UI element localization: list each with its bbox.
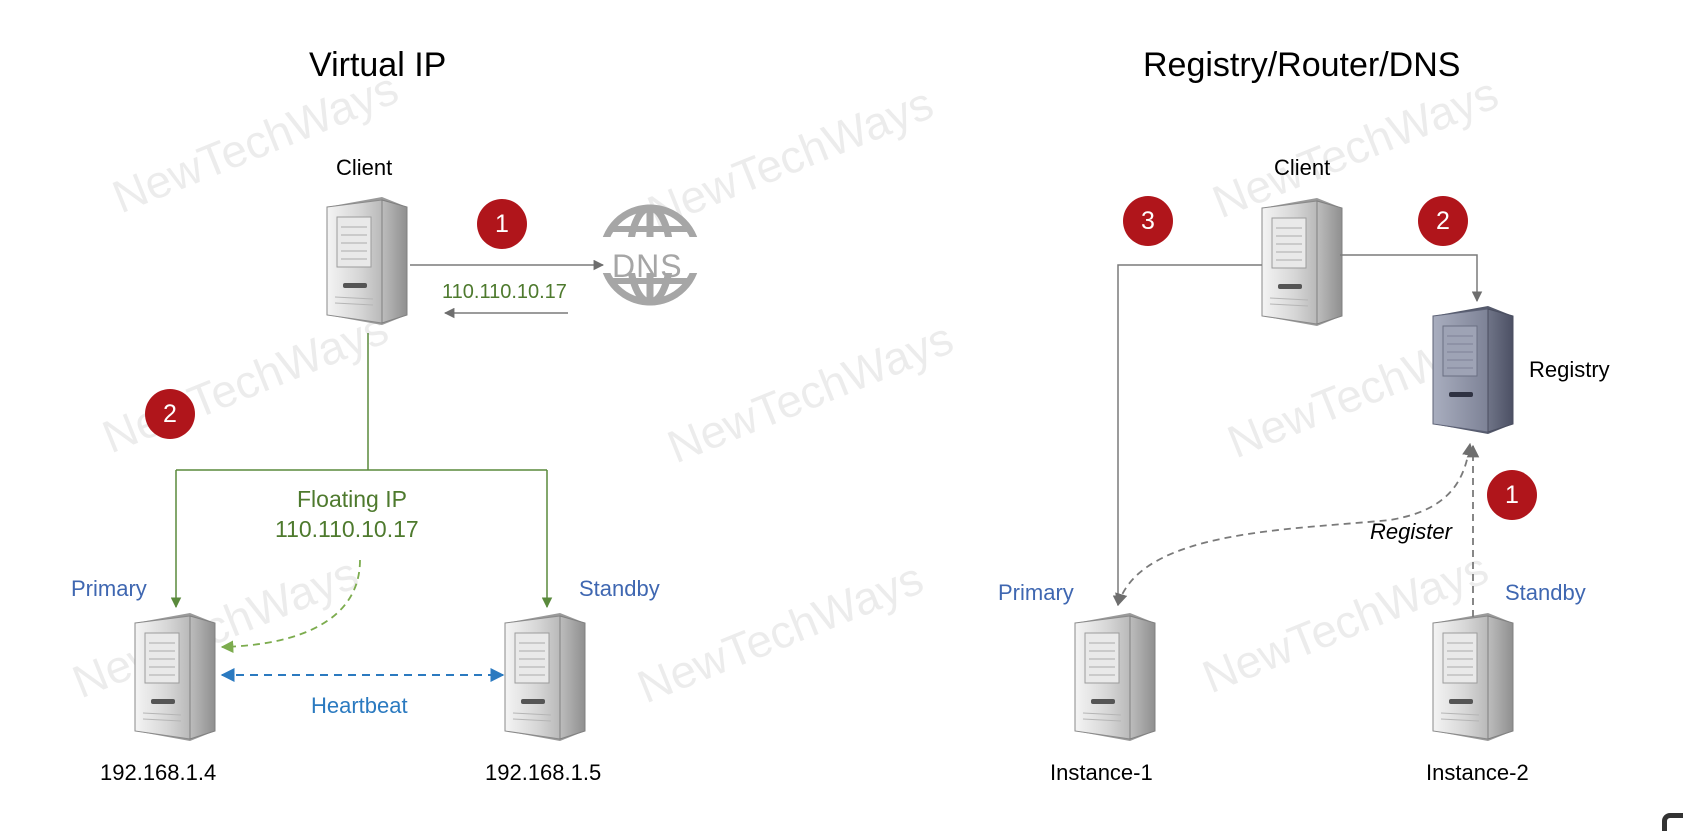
primary-ip-label: 192.168.1.4 bbox=[100, 760, 217, 785]
instance-1-label: Instance-1 bbox=[1050, 760, 1153, 785]
instance-2-label: Instance-2 bbox=[1426, 760, 1529, 785]
registry-label: Registry bbox=[1529, 357, 1610, 382]
left-routing-lines bbox=[170, 333, 553, 609]
left-client-label: Client bbox=[336, 155, 393, 180]
instance-2-server bbox=[1432, 612, 1514, 742]
step-2-badge: 2 bbox=[1418, 196, 1468, 246]
left-primary-label: Primary bbox=[71, 576, 147, 601]
heartbeat-label: Heartbeat bbox=[311, 693, 408, 718]
right-client-server bbox=[1261, 197, 1343, 327]
step-1-badge: 1 bbox=[1487, 470, 1537, 520]
dns-text: DNS bbox=[612, 248, 683, 284]
left-client-server bbox=[326, 196, 408, 326]
step-2-badge: 2 bbox=[145, 389, 195, 439]
right-title: Registry/Router/DNS bbox=[1143, 46, 1461, 84]
floating-ip-arrow bbox=[220, 559, 361, 654]
instance-1-server bbox=[1074, 612, 1156, 742]
step-3-badge: 3 bbox=[1123, 196, 1173, 246]
standby-ip-label: 192.168.1.5 bbox=[485, 760, 602, 785]
step-1-badge: 1 bbox=[477, 199, 527, 249]
right-client-label: Client bbox=[1274, 155, 1331, 180]
left-primary-server bbox=[134, 612, 216, 742]
register-arrow-instance-1 bbox=[1115, 442, 1475, 607]
right-primary-label: Primary bbox=[998, 580, 1074, 605]
floating-ip-address: 110.110.10.17 bbox=[275, 516, 419, 542]
register-label: Register bbox=[1370, 519, 1452, 544]
left-standby-label: Standby bbox=[579, 576, 660, 601]
left-standby-server bbox=[504, 612, 586, 742]
dns-globe-icon bbox=[595, 204, 705, 306]
floating-ip-label: Floating IP bbox=[297, 486, 407, 512]
corner-logo-icon bbox=[1662, 813, 1683, 831]
left-title: Virtual IP bbox=[309, 46, 447, 84]
right-standby-label: Standby bbox=[1505, 580, 1586, 605]
registry-server bbox=[1432, 305, 1514, 435]
dns-response-ip: 110.110.10.17 bbox=[442, 281, 567, 303]
